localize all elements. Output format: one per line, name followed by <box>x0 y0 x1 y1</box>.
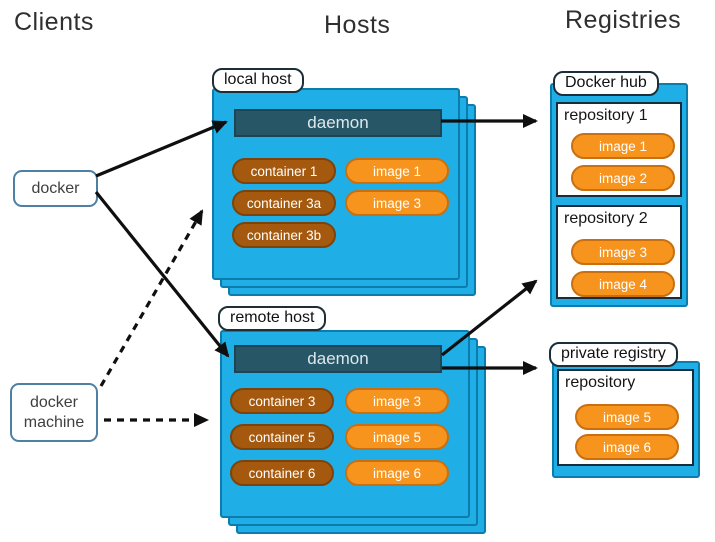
container-pill: container 3b <box>232 222 336 248</box>
image-pill: image 1 <box>571 133 675 159</box>
image-pill: image 6 <box>575 434 679 460</box>
local-daemon-bar: daemon <box>234 109 442 137</box>
image-pill: image 3 <box>345 388 449 414</box>
container-pill: container 3a <box>232 190 336 216</box>
image-pill: image 6 <box>345 460 449 486</box>
repository-name: repository <box>565 374 636 391</box>
container-pill: container 6 <box>230 460 334 486</box>
remote-host-label: remote host <box>218 306 327 331</box>
docker-hub-group: repository 1 image 1 image 2 repository … <box>550 71 688 307</box>
local-host-box: daemon container 1 image 1 container 3a … <box>212 88 460 280</box>
local-host-group: daemon container 1 image 1 container 3a … <box>212 68 476 296</box>
arrow-dashed-docker-machine-to-local-host <box>99 209 204 387</box>
remote-host-group: daemon container 3 image 3 container 5 i… <box>218 306 486 534</box>
docker-client-box: docker <box>13 170 98 207</box>
clients-header: Clients <box>14 8 94 36</box>
remote-daemon-bar: daemon <box>234 345 442 373</box>
repository-name: repository 1 <box>564 107 648 124</box>
image-pill: image 5 <box>345 424 449 450</box>
repository-box: repository image 5 image 6 <box>557 369 694 466</box>
registries-header: Registries <box>565 6 682 34</box>
repository-2-box: repository 2 image 3 image 4 <box>556 205 682 299</box>
container-pill: container 1 <box>232 158 336 184</box>
container-pill: container 5 <box>230 424 334 450</box>
arrow-docker-to-local-daemon <box>95 120 228 178</box>
repository-1-box: repository 1 image 1 image 2 <box>556 102 682 197</box>
container-pill: container 3 <box>230 388 334 414</box>
image-pill: image 4 <box>571 271 675 297</box>
docker-hub-label: Docker hub <box>553 71 659 96</box>
image-pill: image 2 <box>571 165 675 191</box>
remote-host-box: daemon container 3 image 3 container 5 i… <box>220 330 470 518</box>
private-registry-label: private registry <box>549 342 678 367</box>
image-pill: image 5 <box>575 404 679 430</box>
image-pill: image 3 <box>345 190 449 216</box>
local-host-label: local host <box>212 68 304 93</box>
image-pill: image 1 <box>345 158 449 184</box>
hosts-header: Hosts <box>324 11 391 39</box>
private-registry-group: repository image 5 image 6 private regis… <box>549 342 700 478</box>
image-pill: image 3 <box>571 239 675 265</box>
arrow-docker-to-remote-daemon <box>94 190 230 358</box>
docker-machine-client-box: docker machine <box>10 383 98 442</box>
repository-name: repository 2 <box>564 210 648 227</box>
